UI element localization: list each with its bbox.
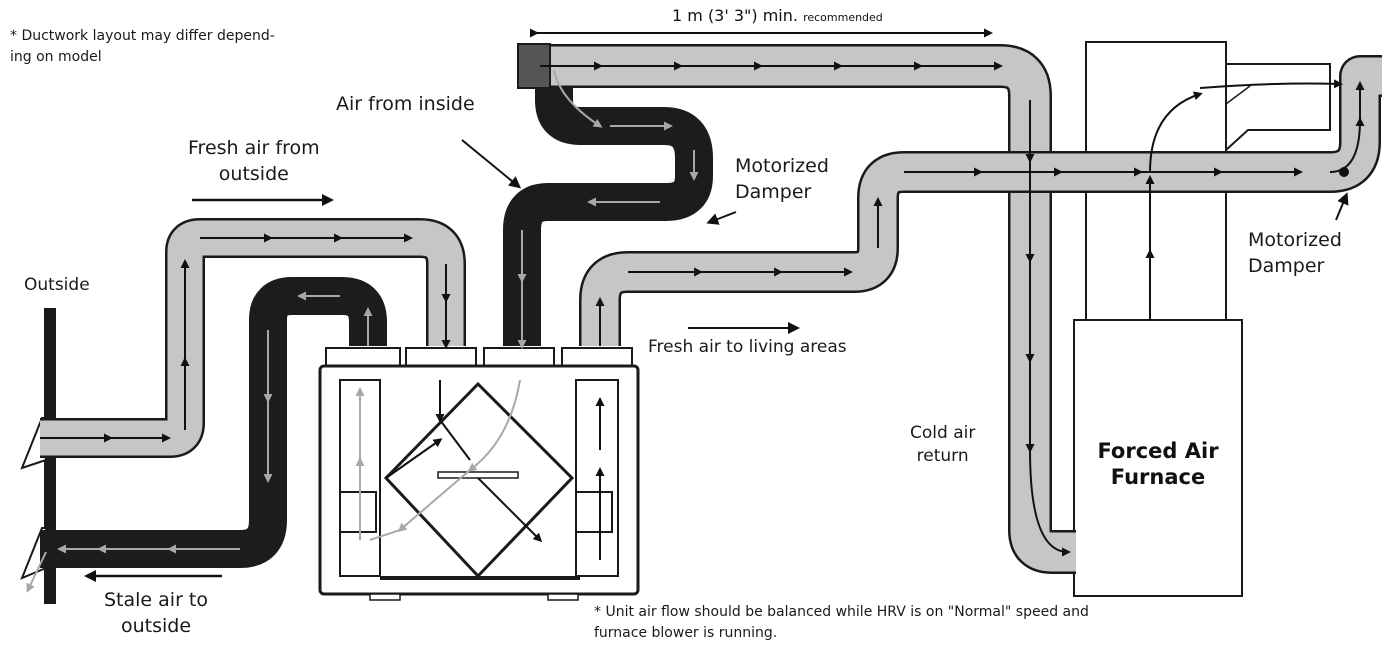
fresh-air-line-1: Fresh air from: [188, 137, 320, 159]
ductwork-note-line-2: ing on model: [10, 49, 102, 65]
balance-note-line-1: * Unit air flow should be balanced while…: [594, 604, 1089, 620]
fresh-air-from-outside-label: Fresh air from outside: [188, 136, 320, 187]
pointer-arrows: [84, 139, 1349, 582]
motorized-damper-top-label: Motorized Damper: [735, 154, 829, 205]
motorized-damper-top-line-1: Motorized: [735, 155, 829, 177]
duct-stale-air-exhaust: [40, 277, 387, 568]
stale-air-to-outside-label: Stale air to outside: [104, 588, 208, 639]
ductwork-note: * Ductwork layout may differ depend- ing…: [10, 26, 275, 68]
motorized-damper-right-label: Motorized Damper: [1248, 228, 1342, 279]
supply-plenum-outline: [1225, 63, 1331, 151]
motorized-damper-right-line-1: Motorized: [1248, 229, 1342, 251]
motorized-damper-right-pointer: [1335, 192, 1349, 221]
flow-arrows-dark: [40, 61, 1365, 560]
flow-arrows-light: [26, 69, 699, 593]
hrv-unit: [318, 347, 640, 601]
stale-air-line-1: Stale air to: [104, 589, 209, 611]
fresh-air-line-2: outside: [218, 162, 289, 185]
furnace-label: Forced Air Furnace: [1094, 438, 1222, 491]
balance-note-line-2: furnace blower is running.: [594, 625, 778, 641]
furnace-label-line-1: Forced Air: [1097, 439, 1219, 463]
duct-fresh-air-intake: [40, 218, 466, 458]
measurement-label: 1 m (3' 3") min. recommended: [672, 6, 883, 25]
motorized-damper-top-pointer: [706, 211, 737, 225]
balance-note: * Unit air flow should be balanced while…: [594, 602, 1089, 644]
furnace-box: [1073, 319, 1243, 597]
measurement-main: 1 m (3' 3") min.: [672, 6, 798, 25]
cold-air-return-line-2: return: [916, 445, 969, 466]
duct-fresh-to-living: [579, 55, 1382, 346]
air-from-inside-label: Air from inside: [336, 93, 475, 115]
motorized-damper-right-line-2: Damper: [1248, 254, 1325, 277]
fresh-air-to-living-label: Fresh air to living areas: [648, 337, 847, 357]
furnace-label-line-2: Furnace: [1110, 465, 1206, 490]
cold-air-return-label: Cold air return: [910, 422, 975, 468]
outside-label: Outside: [24, 275, 90, 295]
measurement-small: recommended: [803, 11, 883, 24]
motorized-damper-top-line-2: Damper: [735, 180, 812, 203]
supply-plenum-line: [1225, 85, 1251, 105]
cold-air-return-line-1: Cold air: [910, 423, 976, 443]
air-from-inside-pointer: [461, 139, 522, 189]
ductwork-note-line-1: * Ductwork layout may differ depend-: [10, 28, 275, 44]
stale-air-line-2: outside: [120, 614, 192, 637]
motorized-damper-right-point: [1339, 167, 1349, 177]
